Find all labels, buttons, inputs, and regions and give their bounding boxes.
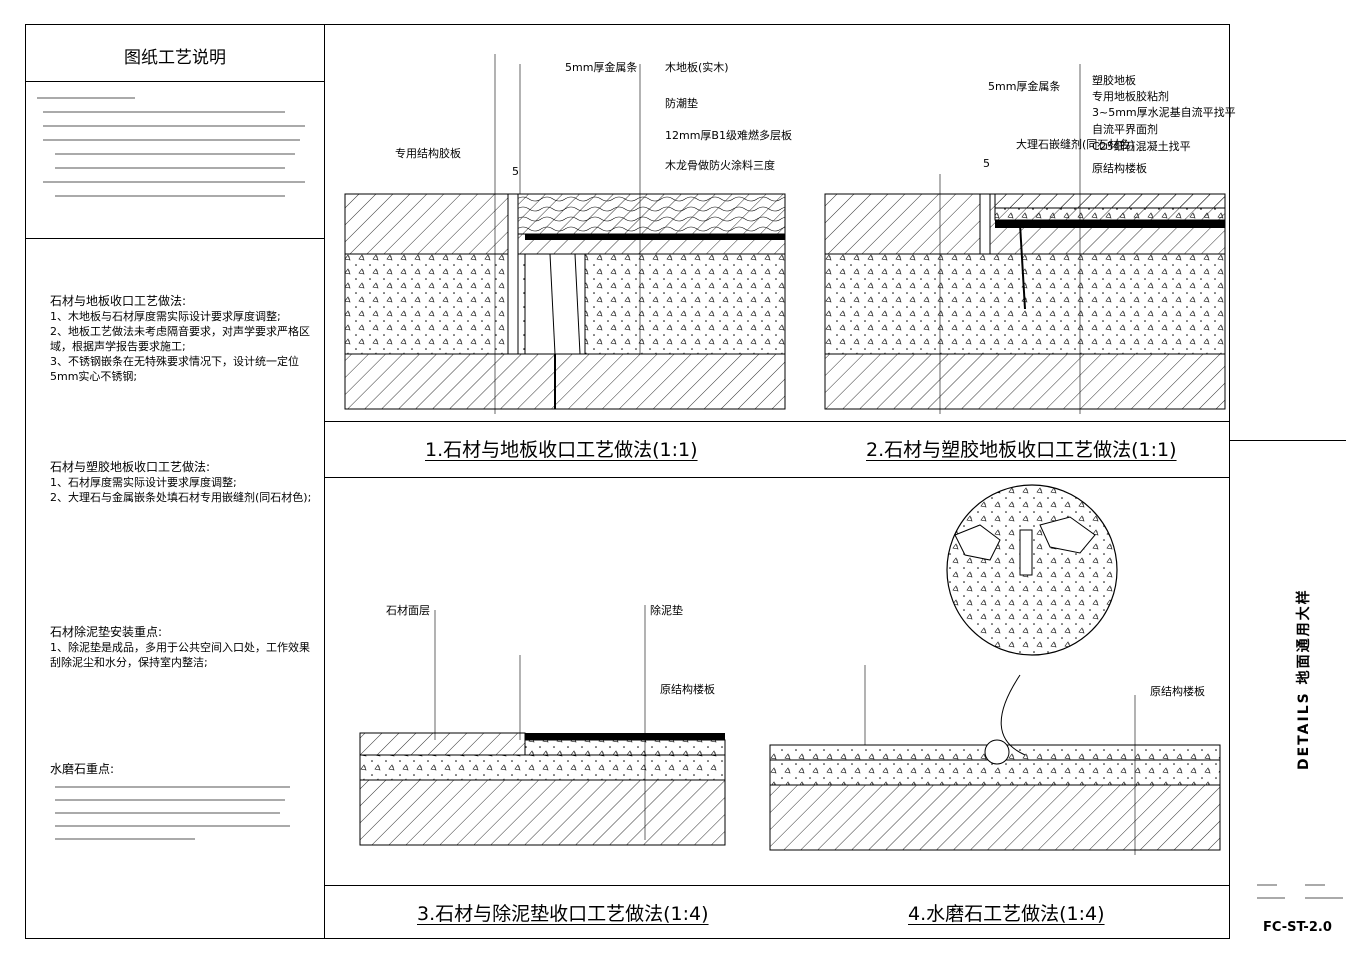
notes-title: 图纸工艺说明 xyxy=(124,48,226,68)
notes-section-4-heading: 水磨石重点: xyxy=(50,762,115,776)
detail-4-callout-1: 原结构楼板 xyxy=(1150,685,1205,698)
detail-2-drawing xyxy=(824,64,1226,414)
detail-3-callout-2: 除泥垫 xyxy=(650,604,683,617)
notes-section-1-item-3: 3、不锈钢嵌条在无特殊要求情况下，设计统一定位5mm实心不锈钢; xyxy=(50,355,299,383)
titleblock-divider xyxy=(1230,440,1346,441)
notes-section-2-heading: 石材与塑胶地板收口工艺做法: xyxy=(50,460,211,474)
notes-section-1: 石材与地板收口工艺做法: 1、木地板与石材厚度需实际设计要求厚度调整; 2、地板… xyxy=(50,294,312,384)
panel-divider-h-mid xyxy=(325,477,1230,478)
detail-2-callout-8: 大理石嵌缝剂(同石材色) xyxy=(1016,138,1135,151)
notes-section-1-heading: 石材与地板收口工艺做法: xyxy=(50,294,187,308)
detail-2-callout-2: 塑胶地板 xyxy=(1092,74,1136,87)
notes-section-2: 石材与塑胶地板收口工艺做法: 1、石材厚度需实际设计要求厚度调整; 2、大理石与… xyxy=(50,460,312,505)
detail-2-callout-1: 5mm厚金属条 xyxy=(988,80,1061,93)
detail-1-callout-5: 木龙骨做防火涂料三度 xyxy=(665,159,775,172)
detail-1-drawing xyxy=(344,54,786,414)
detail-2-callout-4: 3~5mm厚水泥基自流平找平 xyxy=(1092,106,1236,119)
detail-1-callout-4: 12mm厚B1级难燃多层板 xyxy=(665,129,792,142)
detail-4-drawing xyxy=(769,484,1221,855)
notes-section-3: 石材除泥垫安装重点: 1、除泥垫是成品，多用于公共空间入口处，工作效果刮除泥尘和… xyxy=(50,625,312,670)
detail-2-callout-7: 原结构楼板 xyxy=(1092,162,1147,175)
notes-section-1-item-2: 2、地板工艺做法未考虑隔音要求，对声学要求严格区域，根据声学报告要求施工; xyxy=(50,325,310,353)
detail-2-callout-5: 自流平界面剂 xyxy=(1092,123,1158,136)
detail-2-callout-6: C25细石混凝土找平 xyxy=(1092,140,1191,153)
detail-3-title: 3.石材与除泥垫收口工艺做法(1:4) xyxy=(417,903,709,925)
panel-divider-h-bottom xyxy=(325,885,1230,886)
detail-3-callout-3: 原结构楼板 xyxy=(660,683,715,696)
safety-notes-illegible xyxy=(37,97,305,197)
detail-3-callout-1: 石材面层 xyxy=(386,604,430,617)
detail-1-callout-2: 木地板(实木) xyxy=(665,61,729,74)
titleblock-illegible xyxy=(1257,884,1343,899)
notes-section-3-heading: 石材除泥垫安装重点: xyxy=(50,625,163,639)
notes-section-2-item-2: 2、大理石与金属嵌条处填石材专用嵌缝剂(同石材色); xyxy=(50,491,312,504)
sheet-code: FC-ST-2.0 xyxy=(1263,920,1332,935)
detail-1-title: 1.石材与地板收口工艺做法(1:1) xyxy=(425,439,698,461)
notes-section-3-item-1: 1、除泥垫是成品，多用于公共空间入口处，工作效果刮除泥尘和水分，保持室内整洁; xyxy=(50,641,310,669)
detail-1-callout-1: 5mm厚金属条 xyxy=(565,61,638,74)
detail-2-title: 2.石材与塑胶地板收口工艺做法(1:1) xyxy=(866,439,1177,461)
panel-divider-h-top xyxy=(325,421,1230,422)
detail-1-callout-6: 专用结构胶板 xyxy=(395,147,461,160)
notes-section-4: 水磨石重点: xyxy=(50,762,312,777)
detail-1-callout-7: 5 xyxy=(512,165,519,178)
safety-notes-box xyxy=(25,81,325,239)
detail-4-title: 4.水磨石工艺做法(1:4) xyxy=(908,903,1105,925)
notes-section-2-item-1: 1、石材厚度需实际设计要求厚度调整; xyxy=(50,476,237,489)
detail-3-drawing xyxy=(359,605,726,846)
notes-section-4-illegible xyxy=(55,786,290,840)
detail-2-callout-3: 专用地板胶粘剂 xyxy=(1092,90,1169,103)
detail-2-callout-9: 5 xyxy=(983,157,990,170)
detail-1-callout-3: 防潮垫 xyxy=(665,97,698,110)
notes-section-1-item-1: 1、木地板与石材厚度需实际设计要求厚度调整; xyxy=(50,310,281,323)
drawing-title: DETAILS 地面通用大样 xyxy=(1296,588,1312,770)
